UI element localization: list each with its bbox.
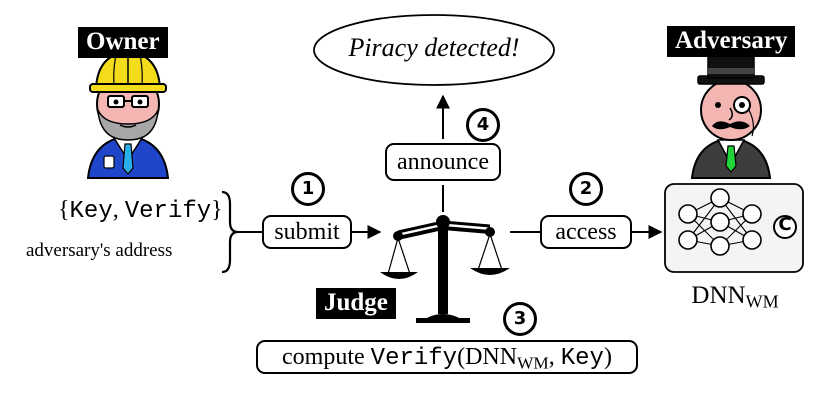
copyright-letter: C <box>778 214 792 235</box>
key-argument: Key <box>560 345 604 372</box>
step-number-1: 1 <box>291 172 325 206</box>
dnn-argument-subscript: WM <box>517 353 549 373</box>
compute-step-box: compute Verify(DNNWM, Key) <box>256 340 638 374</box>
piracy-detected-text: Piracy detected! <box>348 33 520 62</box>
owner-input-brace <box>221 190 239 274</box>
judge-tag: Judge <box>316 288 396 319</box>
compute-prefix: compute <box>282 344 371 370</box>
owner-character-icon <box>86 50 170 179</box>
verify-function: Verify <box>370 345 458 372</box>
step-number-2: 2 <box>569 172 603 206</box>
network-nodes <box>678 188 762 256</box>
key-term: Key <box>69 198 113 225</box>
brace-open: { <box>58 197 70 223</box>
dnn-argument: (DNN <box>457 344 518 370</box>
adversary-character-icon <box>690 43 772 179</box>
verify-term: Verify <box>124 198 212 225</box>
access-step-box: access <box>540 215 632 249</box>
submit-step-box: submit <box>262 215 352 249</box>
dnn-subscript: WM <box>745 291 779 312</box>
dnn-wm-label: DNNWM <box>676 282 794 313</box>
adversary-address-label: adversary's address <box>26 240 173 261</box>
judge-scale-icon <box>380 215 510 323</box>
step-number-4: 4 <box>466 108 500 142</box>
close-paren: ) <box>603 344 612 370</box>
result-ellipse <box>313 14 555 86</box>
owner-tag: Owner <box>78 27 168 58</box>
set-comma: , <box>112 197 125 223</box>
brace-close: } <box>211 197 223 223</box>
dnn-model-panel <box>664 183 804 273</box>
owner-submission-set: {Key, Verify} <box>58 197 223 225</box>
argument-comma: , <box>548 344 561 370</box>
step-number-3: 3 <box>503 302 537 336</box>
copyright-icon <box>773 215 797 239</box>
dnn-name: DNN <box>691 282 746 309</box>
announce-step-box: announce <box>385 143 501 181</box>
adversary-tag: Adversary <box>667 26 796 57</box>
